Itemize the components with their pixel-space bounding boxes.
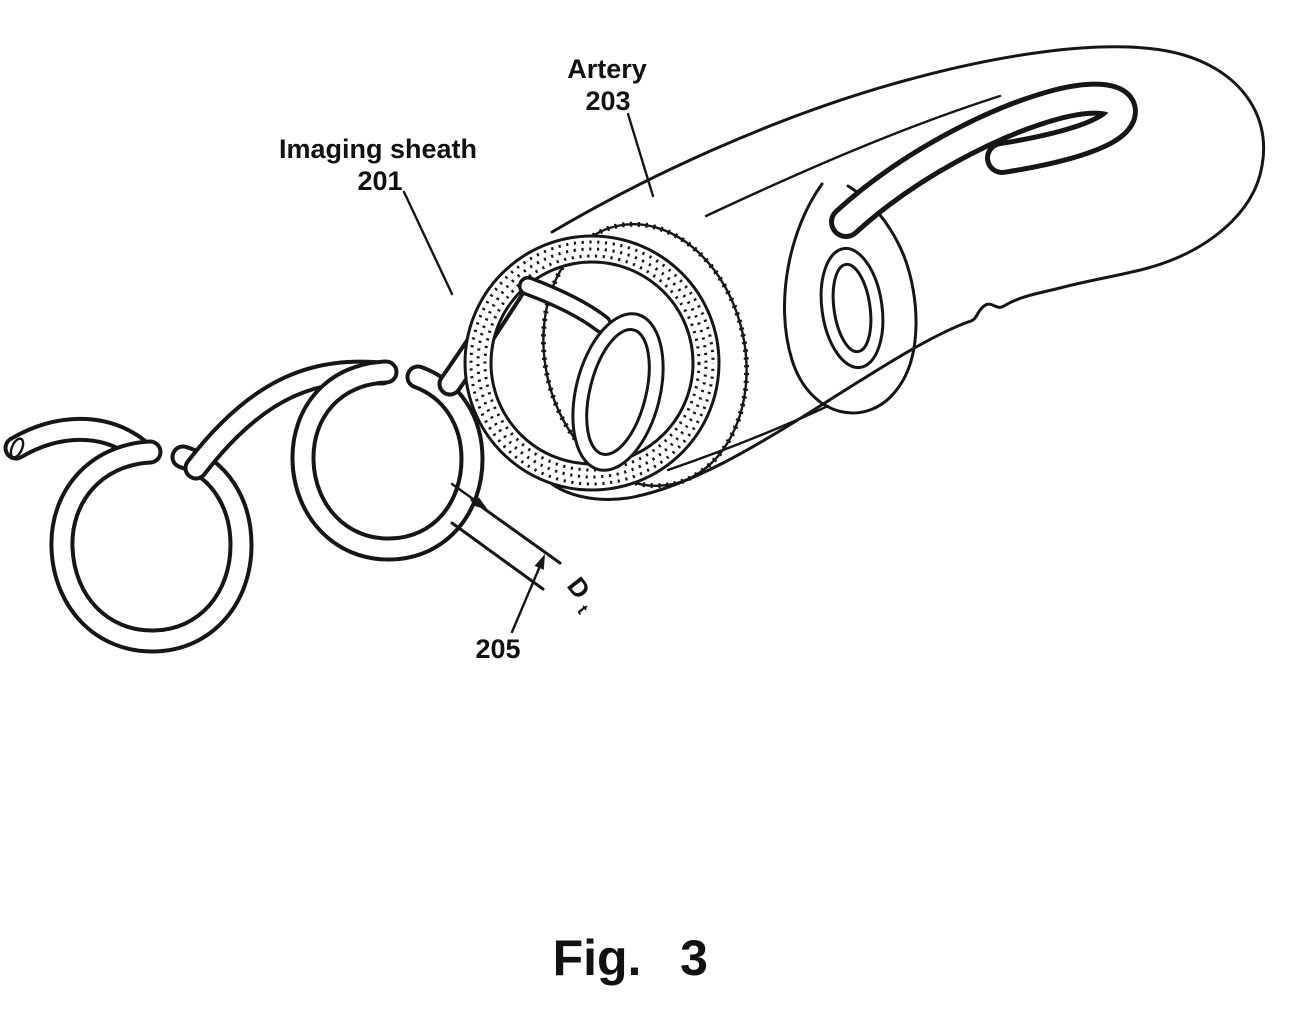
hook-end-ring-inner xyxy=(831,262,873,354)
ring-stipple-row-3 xyxy=(469,240,715,486)
dimension-letter: D xyxy=(561,571,596,604)
figure-caption: Fig. 3 xyxy=(553,930,708,986)
artery-drawing xyxy=(540,45,1266,501)
ring-stipple-row-1 xyxy=(483,254,701,472)
artery-number: 203 xyxy=(585,86,630,116)
artery-lumen-hook-outline xyxy=(782,182,918,415)
dimension-arrow-tail-upper xyxy=(450,482,482,506)
imaging-sheath-leader-line xyxy=(402,190,454,296)
dimension-number-label: 205 xyxy=(475,634,520,664)
sheath-lumen-opening-inner xyxy=(585,328,651,456)
artery-inner-bottom-wall xyxy=(666,404,830,472)
figure-caption-word: Fig. xyxy=(553,930,642,986)
sheath-distal-ring xyxy=(463,234,721,492)
artery-label: Artery xyxy=(567,54,647,84)
callout-labels: Artery 203 Imaging sheath 201 xyxy=(279,54,655,296)
sheath-lumen-opening-outer xyxy=(571,312,665,472)
imaging-sheath-coil-drawing xyxy=(3,257,539,654)
figure-caption-number: 3 xyxy=(680,930,708,986)
hook-end-ring-outer xyxy=(819,246,885,370)
dimension-arrow-tail-205 xyxy=(510,564,542,634)
dimension-line-lower xyxy=(450,521,545,591)
imaging-sheath-label: Imaging sheath xyxy=(279,134,477,164)
coil-loop-a-fill xyxy=(53,443,250,650)
ring-tube-segment-fill xyxy=(521,279,609,331)
coil-tip-opening xyxy=(9,437,25,459)
artery-opening-rim-stipple xyxy=(540,221,750,489)
artery-inner-top-wall xyxy=(704,94,1002,218)
ring-outer-outline xyxy=(463,234,721,492)
dimension-subscript: t xyxy=(573,602,592,618)
dimension-line-upper xyxy=(470,498,562,565)
dimension-marks: D t 205 xyxy=(450,482,604,664)
dimension-arrowhead-205 xyxy=(534,554,545,570)
imaging-sheath-number: 201 xyxy=(357,166,402,196)
artery-hairpin-tube-inner xyxy=(834,86,1133,234)
artery-leader-line xyxy=(626,112,655,198)
artery-hairpin-tube-outer xyxy=(829,81,1138,239)
coil-loop-b-fill xyxy=(294,363,481,558)
ring-stipple-row-2 xyxy=(476,247,708,479)
dimension-letter-label: D t xyxy=(557,571,604,618)
dimension-arrowhead-upper xyxy=(473,497,488,510)
